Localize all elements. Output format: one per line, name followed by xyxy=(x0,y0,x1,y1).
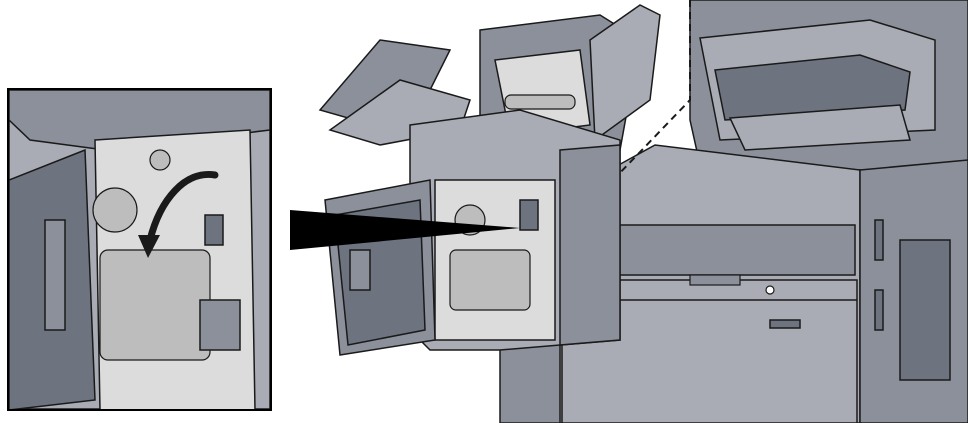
copier-body xyxy=(554,0,968,423)
feeder-output-tray xyxy=(728,104,911,151)
curved-arrow-icon xyxy=(146,170,219,244)
finisher-top-cover xyxy=(589,4,661,142)
callout-knob xyxy=(92,187,138,233)
power-indicator xyxy=(765,285,775,295)
zoom-callout xyxy=(7,88,272,411)
pointer-wedge-icon xyxy=(290,210,520,250)
finisher-unit xyxy=(318,4,661,423)
feeder-tray xyxy=(714,54,911,121)
